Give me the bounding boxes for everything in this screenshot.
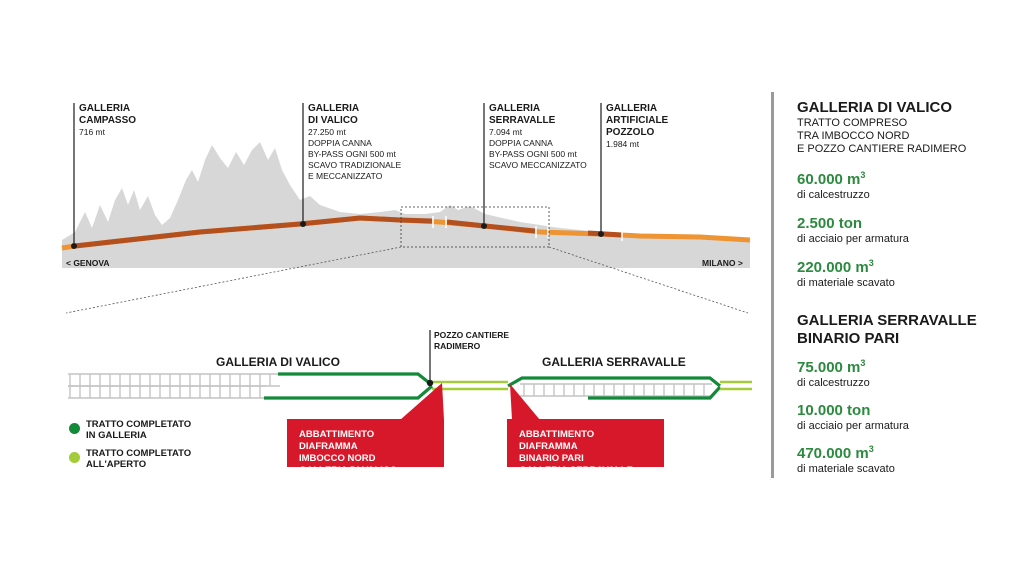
stat-value: 2.500 ton [797, 215, 863, 232]
legend-line: TRATTO COMPLETATO [86, 448, 192, 459]
stat-item: 2.500 ton di acciaio per armatura [797, 210, 1017, 246]
stat-desc: di materiale scavato [797, 277, 895, 289]
stat-value: 10.000 ton [797, 402, 871, 419]
legend-dot-open [69, 452, 80, 463]
stats-panel-serravalle: GALLERIA SERRAVALLE BINARIO PARI 75.000 … [797, 312, 1017, 476]
tunnel-detail: 27.250 mt [308, 127, 346, 137]
callout-line: ABBATTIMENTO DIAFRAMMA [519, 429, 595, 452]
stat-item: 470.000 m3 di materiale scavato [797, 440, 1017, 476]
stat-item: 60.000 m3 di calcestruzzo [797, 166, 1017, 202]
tunnel-detail: DOPPIA CANNA [489, 138, 553, 148]
tunnel-detail: E MECCANIZZATO [308, 171, 383, 181]
pin-dot-campasso [71, 243, 77, 249]
callout-line: IMBOCCO NORD [299, 453, 376, 464]
legend-text-tunnel: TRATTO COMPLETATO IN GALLERIA [86, 419, 191, 441]
ladder-right [520, 383, 712, 397]
stat-desc: di acciaio per armatura [797, 233, 909, 245]
zoom-line-right [548, 246, 749, 314]
legend-line: TRATTO COMPLETATO [86, 419, 192, 430]
stat-desc: di materiale scavato [797, 463, 895, 475]
stats-title-line: BINARIO PARI [797, 330, 900, 347]
stat-desc: di acciaio per armatura [797, 420, 909, 432]
zoom-line-left [65, 246, 402, 314]
ladder-left-lower [68, 385, 266, 399]
stat-desc: di calcestruzzo [797, 377, 870, 389]
panel-divider [771, 92, 774, 478]
tunnel-detail: 716 mt [79, 127, 105, 137]
legend-text-open: TRATTO COMPLETATO ALL'APERTO [86, 448, 191, 470]
pin-dot-serravalle [481, 223, 487, 229]
tunnel-detail: SCAVO MECCANIZZATO [489, 160, 587, 170]
tunnel-name-line: SERRAVALLE [489, 115, 556, 126]
stats-subtitle-line: E POZZO CANTIERE RADIMERO [797, 143, 967, 155]
callout-line: BINARIO PARI [519, 453, 584, 464]
legend-line: ALL'APERTO [86, 459, 147, 470]
pin-dot-pozzolo [598, 231, 604, 237]
stats-title-line: GALLERIA SERRAVALLE [797, 312, 977, 329]
endpoint-milano: MILANO > [702, 258, 743, 268]
callout-line: GALLERIA SERRAVALLE [519, 465, 633, 476]
stat-value: 220.000 m3 [797, 258, 874, 276]
callout-line: GALLERIA DI VALICO [299, 465, 398, 476]
shaft-label: POZZO CANTIERE RADIMERO [434, 330, 509, 352]
callout-line: ABBATTIMENTO DIAFRAMMA [299, 429, 375, 452]
completed-tunnel-valico [264, 372, 434, 400]
callout-pointer-right [510, 384, 540, 420]
stats-title: GALLERIA DI VALICO [797, 99, 952, 116]
stat-value: 60.000 m3 [797, 170, 866, 188]
callout-right: ABBATTIMENTO DIAFRAMMA BINARIO PARI GALL… [507, 419, 664, 476]
detail-title-valico: GALLERIA DI VALICO [216, 355, 340, 369]
zoom-box [400, 206, 550, 248]
legend-line: IN GALLERIA [86, 430, 147, 441]
endpoint-genova: < GENOVA [66, 258, 110, 268]
tunnel-name-line: DI VALICO [308, 115, 358, 126]
tunnel-name-line: ARTIFICIALE [606, 115, 669, 126]
tunnel-detail: BY-PASS OGNI 500 mt [308, 149, 396, 159]
ladder-rungs [69, 374, 705, 398]
detail-title-serravalle: GALLERIA SERRAVALLE [542, 355, 686, 369]
shaft-dot [426, 379, 434, 387]
tunnel-label-serravalle: GALLERIA SERRAVALLE 7.094 mt DOPPIA CANN… [489, 103, 587, 171]
stats-subtitle-line: TRA IMBOCCO NORD [797, 130, 910, 142]
stats-panel-valico: GALLERIA DI VALICO TRATTO COMPRESO TRA I… [797, 99, 1017, 290]
tunnel-name-line: GALLERIA [79, 103, 131, 114]
callout-left: ABBATTIMENTO DIAFRAMMA IMBOCCO NORD GALL… [287, 419, 444, 476]
pin-dot-valico [300, 221, 306, 227]
shaft-label-line: POZZO CANTIERE [434, 330, 510, 340]
callout-pointer-left [400, 383, 444, 420]
legend-dot-tunnel [69, 423, 80, 434]
stat-desc: di calcestruzzo [797, 189, 870, 201]
tunnel-pozzolo-line [587, 230, 623, 238]
tunnel-valico-line [74, 215, 433, 249]
stat-item: 220.000 m3 di materiale scavato [797, 254, 1017, 290]
tunnel-name-line: POZZOLO [606, 127, 655, 138]
tunnel-detail: 1.984 mt [606, 139, 640, 149]
completed-tunnel-serravalle [507, 376, 722, 400]
tunnel-detail: SCAVO TRADIZIONALE [308, 160, 402, 170]
tunnel-name-line: CAMPASSO [79, 115, 137, 126]
tunnel-name-line: GALLERIA [606, 103, 658, 114]
terrain-silhouette [62, 142, 750, 268]
completed-open-track [432, 380, 752, 391]
stat-value: 75.000 m3 [797, 358, 866, 376]
route-profile [61, 103, 751, 314]
tunnel-detail: DOPPIA CANNA [308, 138, 372, 148]
stat-item: 10.000 ton di acciaio per armatura [797, 397, 1017, 433]
tunnel-detail: 7.094 mt [489, 127, 523, 137]
stat-value: 470.000 m3 [797, 444, 874, 462]
tunnel-label-pozzolo: GALLERIA ARTIFICIALE POZZOLO 1.984 mt [606, 103, 668, 150]
tunnel-label-valico: GALLERIA DI VALICO 27.250 mt DOPPIA CANN… [308, 103, 401, 182]
stat-item: 75.000 m3 di calcestruzzo [797, 354, 1017, 390]
stats-subtitle-line: TRATTO COMPRESO [797, 117, 908, 129]
detail-diagram [68, 330, 752, 420]
tunnel-name-line: GALLERIA [308, 103, 360, 114]
tunnel-label-campasso: GALLERIA CAMPASSO 716 mt [79, 103, 136, 138]
shaft-label-line: RADIMERO [434, 341, 481, 351]
tunnel-detail: BY-PASS OGNI 500 mt [489, 149, 577, 159]
tunnel-name-line: GALLERIA [489, 103, 541, 114]
